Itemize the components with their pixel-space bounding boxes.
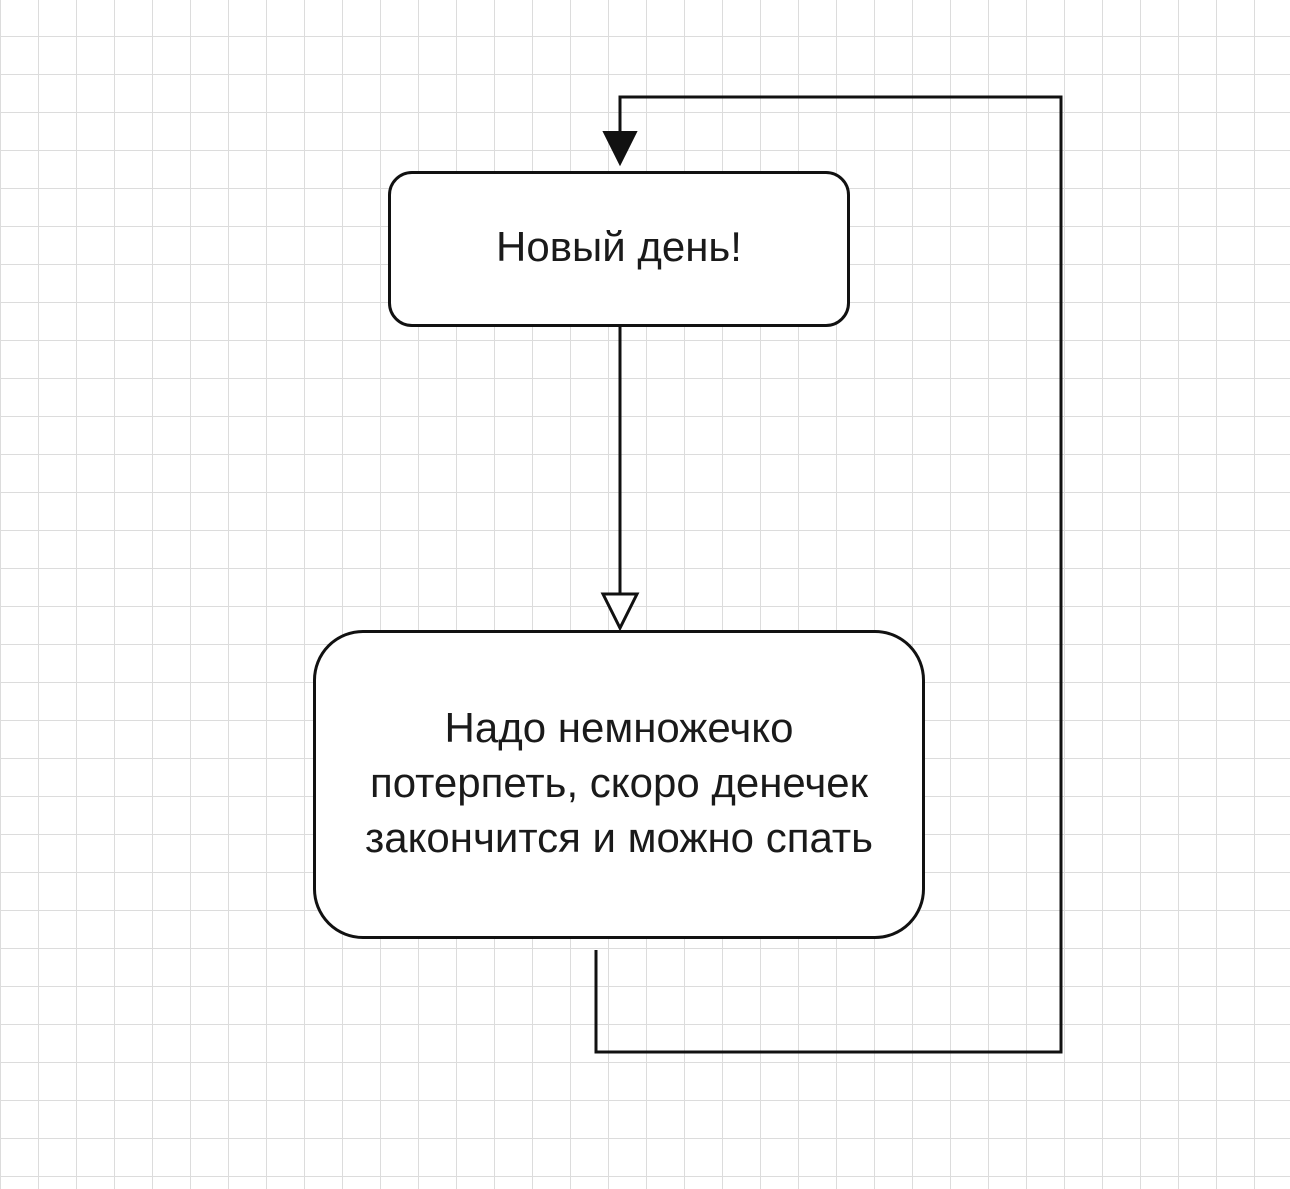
edge-wait-to-start[interactable]: [594, 95, 1063, 1054]
edge-start-to-wait[interactable]: [600, 327, 640, 632]
node-wait-until-sleep-label: Надо немножечко потерпеть, скоро денечек…: [364, 704, 874, 861]
filled-arrowhead-icon: [602, 131, 638, 167]
node-wait-until-sleep[interactable]: Надо немножечко потерпеть, скоро денечек…: [313, 630, 925, 939]
node-new-day[interactable]: Новый день!: [388, 171, 850, 327]
hollow-arrowhead-icon: [600, 592, 640, 632]
edge-wait-to-start-line: [594, 95, 1063, 1054]
node-new-day-label: Новый день!: [496, 223, 742, 270]
